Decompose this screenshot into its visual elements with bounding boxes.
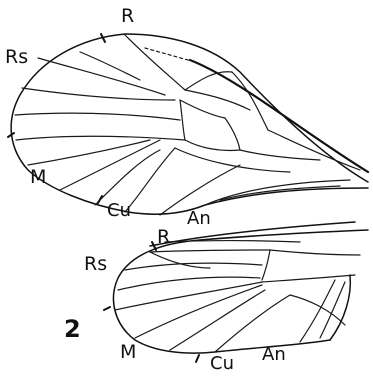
lower-wing-label-cu: Cu (210, 355, 234, 373)
lower-wing-label-rs: Rs (84, 255, 107, 274)
upper-wing-media (16, 136, 185, 140)
upper-wing-label-rs: Rs (5, 48, 28, 67)
upper-wing (8, 34, 368, 215)
lower-wing-label-an: An (262, 346, 286, 364)
lower-wing-radius (165, 241, 300, 243)
lower-wing-anal (300, 280, 335, 342)
lower-wing-outline (113, 230, 368, 353)
upper-wing-rs (38, 58, 165, 95)
lower-wing (104, 222, 368, 362)
lower-wing-label-r: R (157, 228, 170, 247)
upper-wing-cubitus (125, 148, 175, 212)
upper-wing-label-r: R (121, 7, 134, 26)
lower-wing-label-m: M (120, 343, 136, 362)
upper-wing-label-cu: Cu (107, 202, 131, 220)
upper-wing-label-m: M (30, 168, 46, 187)
upper-wing-label-an: An (187, 210, 211, 228)
upper-wing-radius (125, 35, 185, 90)
figure-number: 2 (64, 317, 81, 341)
